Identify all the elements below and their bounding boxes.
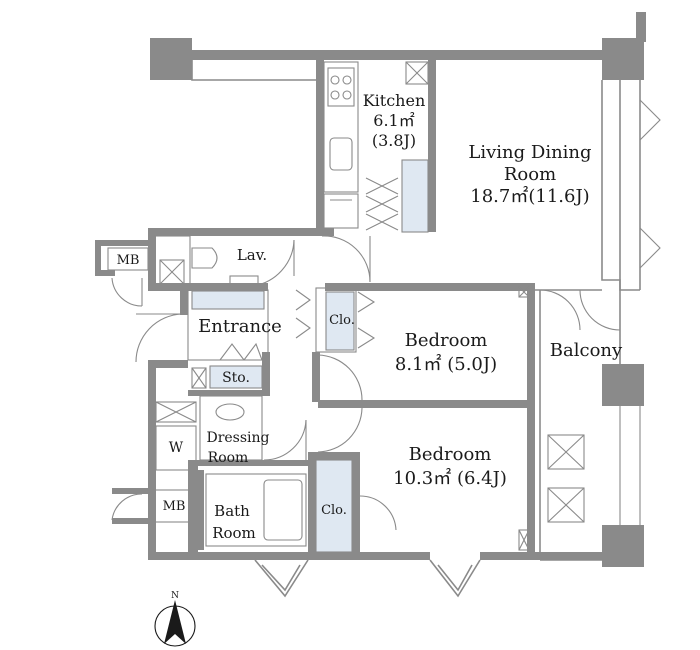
north-compass-icon: N	[154, 591, 196, 647]
closet-2-area	[315, 459, 353, 553]
balcony-details	[518, 286, 585, 551]
room-labels: Kitchen 6.1㎡ (3.8J) Living Dining Room 1…	[117, 91, 623, 542]
living-name-line1: Living Dining	[468, 142, 591, 163]
lavatory-fixtures	[154, 235, 295, 287]
closet-2-name: Clo.	[321, 503, 347, 518]
living-name-line2: Room	[504, 164, 556, 185]
entrance-name: Entrance	[198, 316, 282, 337]
dressing-name-line2: Room	[208, 450, 249, 466]
kitchen-name: Kitchen	[363, 91, 426, 110]
storage-name: Sto.	[222, 370, 250, 386]
storage-area	[191, 365, 263, 389]
bath-name-line2: Room	[212, 524, 256, 542]
bath-name-line1: Bath	[214, 502, 250, 520]
compass-north-label: N	[171, 591, 179, 601]
closet-1-area	[315, 287, 376, 353]
mb-bottom-box	[153, 489, 191, 523]
mb-bottom-name: MB	[163, 499, 186, 514]
closet-1-name: Clo.	[329, 313, 355, 328]
bedroom-1-name: Bedroom	[405, 330, 488, 351]
entrance-area	[187, 289, 311, 361]
bath-area	[205, 473, 307, 547]
living-area: 18.7㎡(11.6J)	[470, 185, 589, 207]
bedroom-2-area: 10.3㎡ (6.4J)	[393, 467, 507, 489]
doors	[111, 235, 621, 531]
kitchen-fixtures	[323, 61, 429, 233]
dressing-name-line1: Dressing	[206, 430, 269, 446]
mb-top-name: MB	[117, 253, 140, 268]
exterior-outline	[191, 60, 661, 598]
balcony-name: Balcony	[550, 340, 623, 361]
kitchen-jo: (3.8J)	[372, 131, 416, 150]
dressing-area	[155, 395, 263, 471]
bedroom-1-area: 8.1㎡ (5.0J)	[395, 353, 497, 375]
washer-name: W	[169, 440, 184, 456]
mb-top-box	[107, 247, 149, 271]
kitchen-area: 6.1㎡	[373, 111, 414, 130]
lavatory-name: Lav.	[237, 246, 267, 264]
bedroom-2-name: Bedroom	[409, 444, 492, 465]
